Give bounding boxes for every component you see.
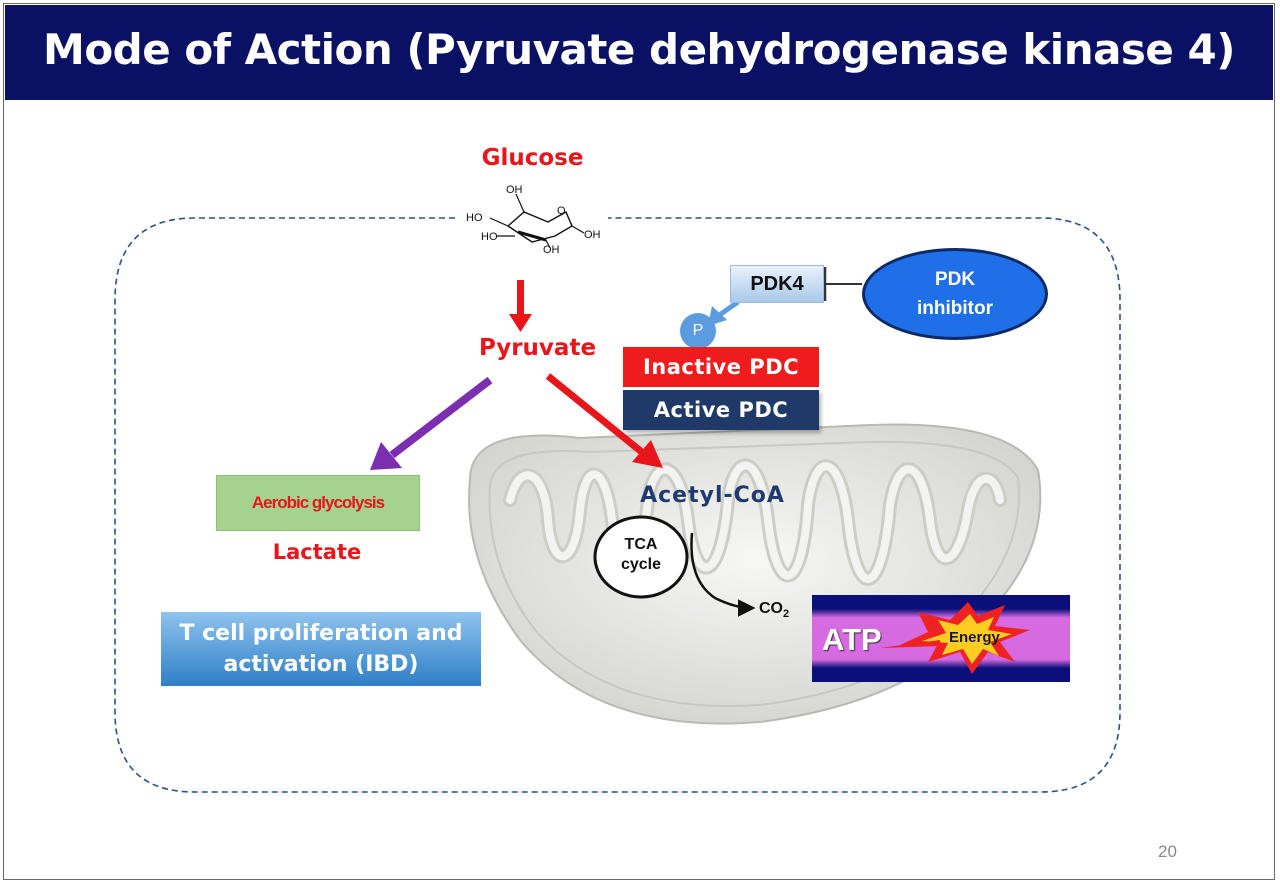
t-cell-line1: T cell proliferation and <box>179 621 463 646</box>
lactate-label: Lactate <box>272 540 362 564</box>
co2-label: CO2 <box>759 600 789 620</box>
acetyl-coa-label: Acetyl-CoA <box>640 483 785 508</box>
slide-frame <box>3 3 1275 880</box>
slide-title: Mode of Action (Pyruvate dehydrogenase k… <box>43 25 1235 74</box>
co2-base: CO <box>759 600 783 617</box>
pdk-inhibitor-line1: PDK <box>934 269 976 290</box>
glucose-oh-top: OH <box>506 184 523 196</box>
glucose-ho-left: HO <box>466 212 483 224</box>
tca-line2: cycle <box>620 556 662 573</box>
pyruvate-to-acetyl-coa-arrow <box>545 373 663 468</box>
tca-line1: TCA <box>624 536 658 553</box>
inhibition-line <box>823 267 862 301</box>
aerobic-glycolysis-box: Aerobic glycolysis <box>216 475 420 531</box>
glucose-ho-bottom-left: HO <box>481 231 498 243</box>
page-number: 20 <box>1158 842 1177 861</box>
atp-label: ATP <box>822 622 882 657</box>
pdk4-box: PDK4 <box>730 265 824 303</box>
tca-cycle-label: TCA cycle <box>605 535 677 575</box>
title-bar: Mode of Action (Pyruvate dehydrogenase k… <box>5 5 1273 100</box>
pyruvate-label: Pyruvate <box>478 335 597 361</box>
glucose-to-pyruvate-arrow <box>509 280 532 332</box>
t-cell-box: T cell proliferation and activation (IBD… <box>161 612 481 686</box>
inactive-pdc-box: Inactive PDC <box>623 347 819 387</box>
glucose-oh-bottom: OH <box>543 244 560 256</box>
glucose-label: Glucose <box>481 145 584 171</box>
t-cell-line2: activation (IBD) <box>223 652 419 677</box>
pyruvate-to-glycolysis-arrow <box>370 376 493 470</box>
cell-boundary <box>114 217 1121 793</box>
glucose-structure: OH HO HO OH OH O <box>466 184 601 256</box>
pdk-inhibitor-ellipse: PDK inhibitor <box>862 248 1048 340</box>
glucose-ring-oxygen: O <box>557 205 566 217</box>
co2-subscript: 2 <box>783 608 790 620</box>
active-pdc-box: Active PDC <box>623 390 819 430</box>
glucose-oh-right: OH <box>584 229 601 241</box>
tca-cycle-diagram <box>593 515 756 617</box>
pdk-inhibitor-line2: inhibitor <box>917 298 993 319</box>
energy-label: Energy <box>949 629 1000 646</box>
phosphate-circle: P <box>680 313 716 349</box>
